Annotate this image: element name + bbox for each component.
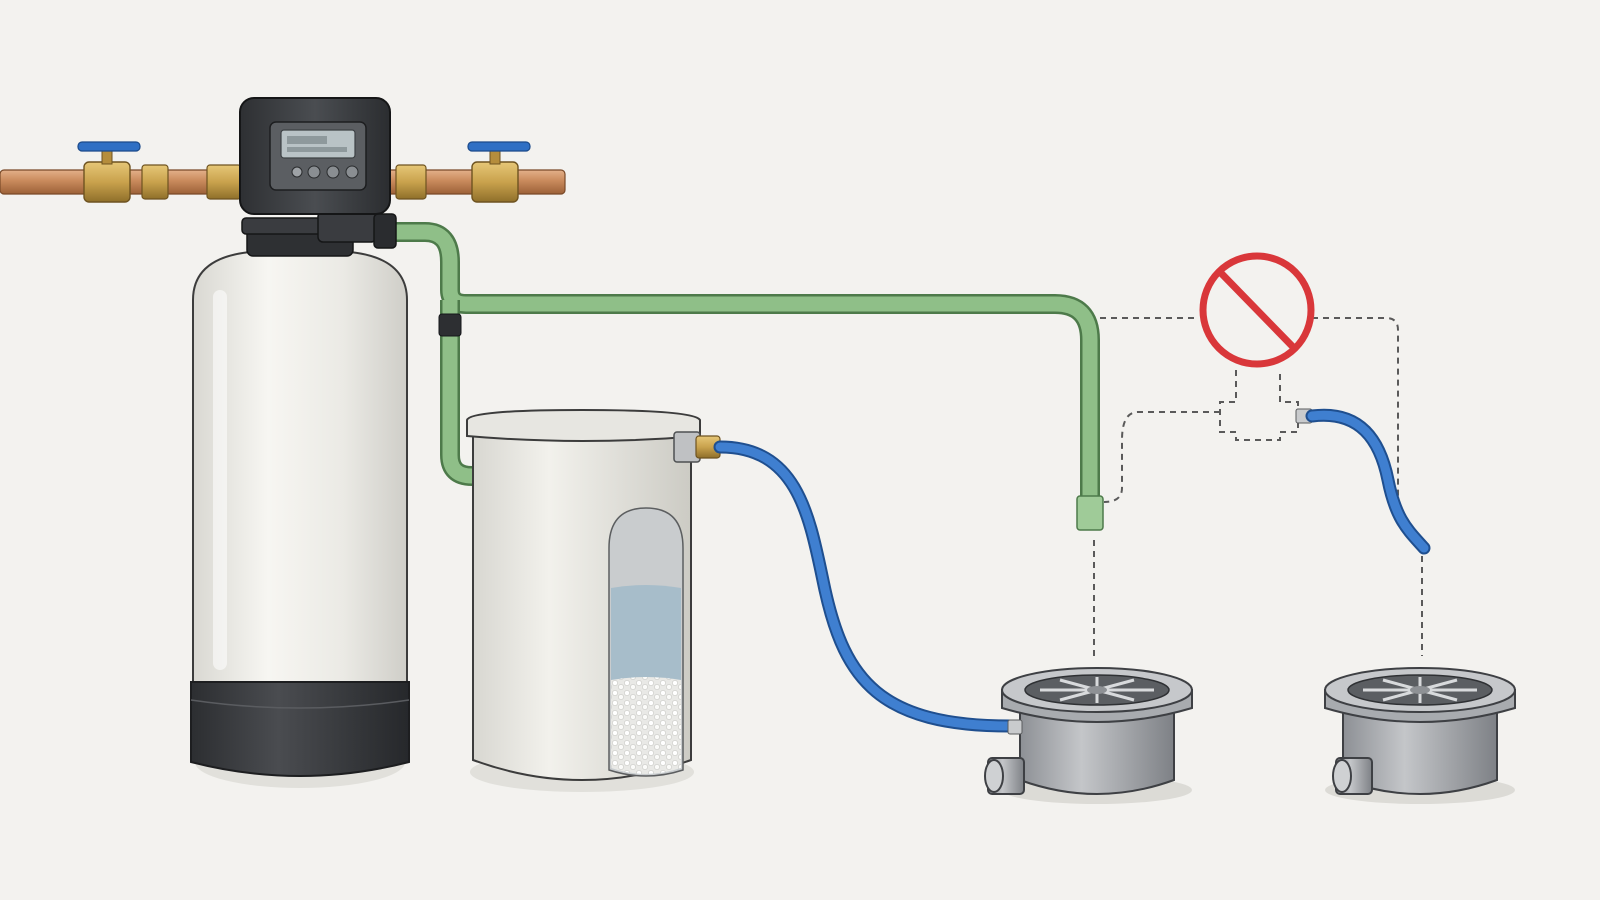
floor-drain-left (984, 667, 1193, 804)
control-head[interactable] (239, 97, 397, 257)
drain-line (395, 222, 1104, 531)
brine-tank (466, 408, 721, 792)
control-button-3[interactable] (326, 165, 340, 179)
air-gap-guides (1093, 317, 1423, 656)
overflow-hose (713, 440, 1017, 733)
control-button-1[interactable] (291, 166, 303, 178)
control-button-4[interactable] (345, 165, 359, 179)
inlet-valve[interactable] (77, 141, 141, 203)
ball-valve-icon[interactable] (467, 141, 531, 152)
tank-base (190, 681, 410, 777)
control-button-2[interactable] (307, 165, 321, 179)
disconnected-hose (1305, 408, 1431, 555)
outlet-valve[interactable] (467, 141, 531, 203)
prohibited-connection (1199, 252, 1315, 424)
no-symbol-icon (1199, 252, 1315, 368)
floor-drain-right (1324, 667, 1516, 804)
ball-valve-icon[interactable] (77, 141, 141, 152)
resin-tank (190, 251, 410, 788)
salt-pellets (611, 677, 681, 774)
drain-line-end (1076, 495, 1104, 531)
brine-tank-lid (466, 408, 701, 442)
